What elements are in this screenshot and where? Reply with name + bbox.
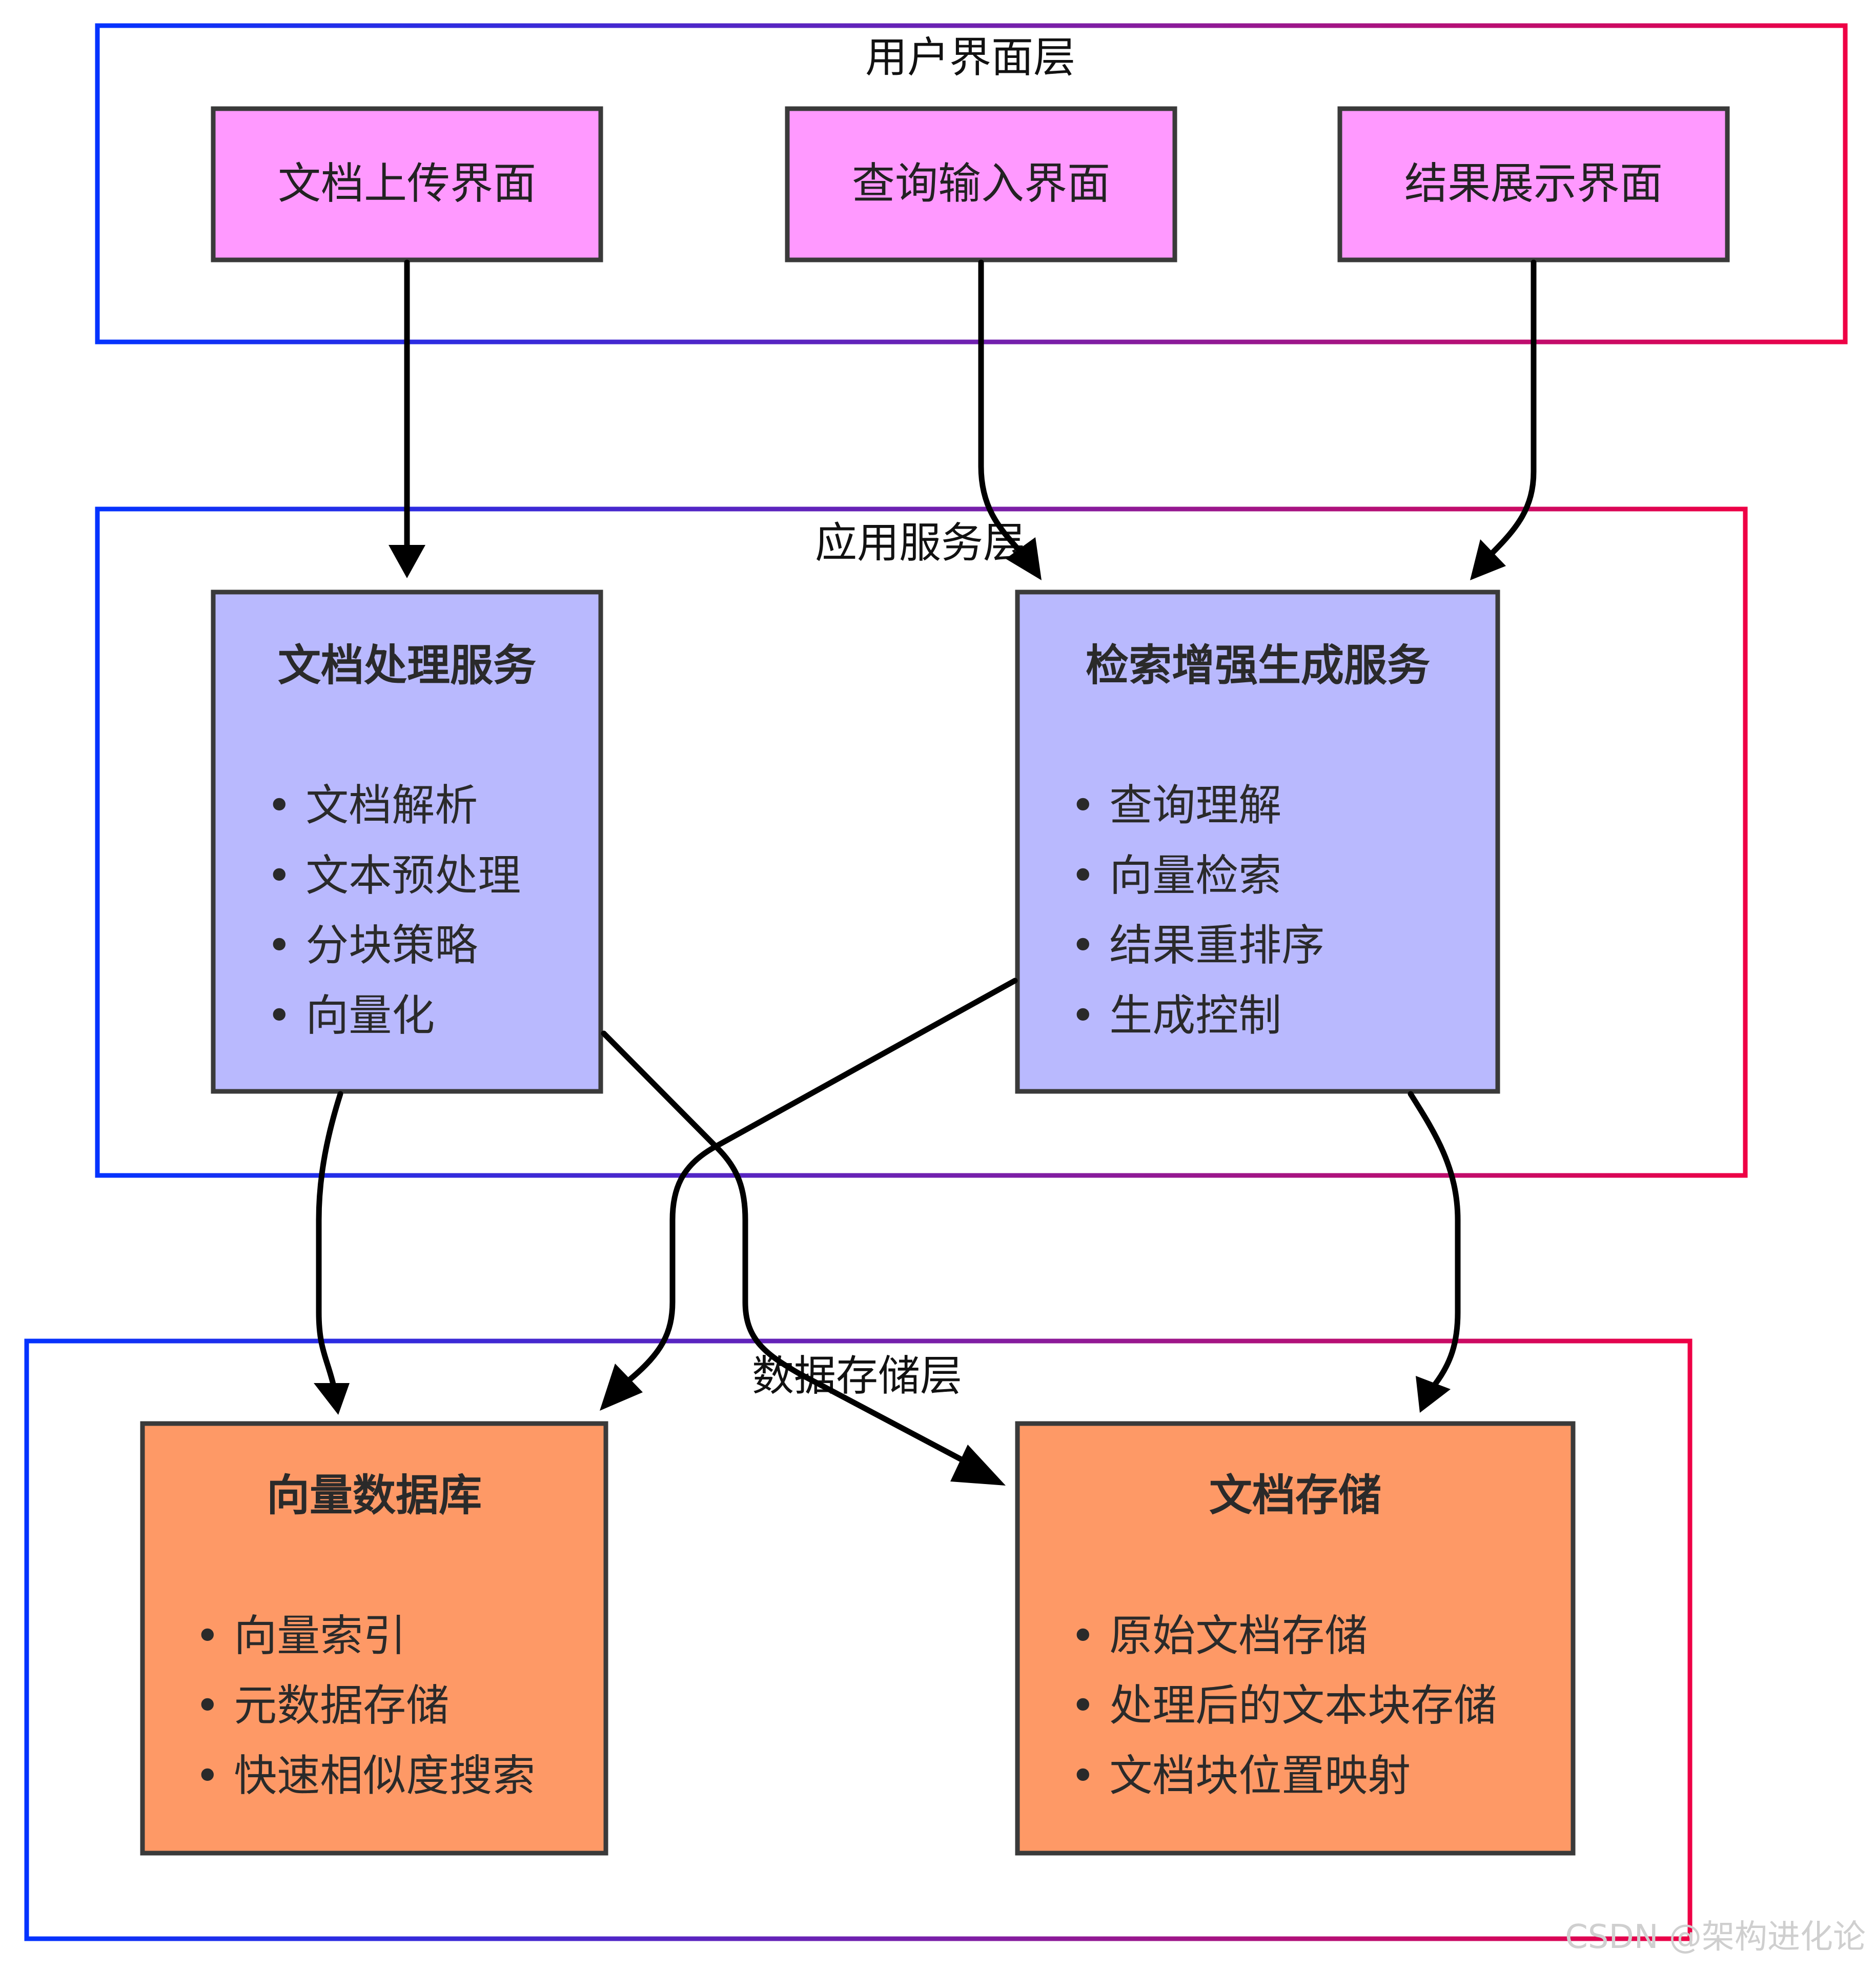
edges (314, 259, 1537, 1486)
upload-ui-label: 文档上传界面 (278, 158, 536, 209)
query-ui-label: 查询输入界面 (852, 158, 1110, 209)
watermark-text: CSDN @架构进化论 (1565, 1918, 1866, 1956)
doc-service-item: • 向量化 (267, 990, 435, 1041)
rag-service-item: • 结果重排序 (1070, 920, 1324, 970)
result-ui-label: 结果展示界面 (1404, 158, 1663, 209)
storage-layer-title: 数据存储层 (752, 1352, 962, 1400)
doc-service-item: • 分块策略 (267, 920, 478, 970)
result-ui-node: 结果展示界面 (1337, 106, 1730, 262)
rag-service-item: • 生成控制 (1070, 990, 1281, 1041)
ui-layer-frame (95, 23, 1848, 344)
vector-db-node: 向量数据库 • 向量索引 • 元数据存储 • 快速相似度搜索 (140, 1421, 608, 1856)
doc-service-node: 文档处理服务 • 文档解析 • 文本预处理 • 分块策略 • 向量化 (211, 590, 603, 1094)
vector-db-title: 向量数据库 (267, 1470, 482, 1520)
doc-service-title: 文档处理服务 (278, 640, 536, 690)
rag-service-item: • 向量检索 (1070, 850, 1281, 901)
vector-db-item: • 向量索引 (195, 1611, 406, 1661)
rag-service-node: 检索增强生成服务 • 查询理解 • 向量检索 • 结果重排序 • 生成控制 (1015, 590, 1500, 1094)
edge-doc-service-to-doc-store (601, 1030, 977, 1469)
edge-doc-service-to-vector-db (316, 1091, 343, 1387)
edge-rag-service-to-doc-store (1408, 1091, 1461, 1387)
edge-result-to-rag-service (1488, 259, 1537, 557)
doc-service-item: • 文档解析 (267, 780, 478, 830)
vector-db-box (140, 1421, 608, 1856)
upload-ui-node: 文档上传界面 (211, 106, 603, 262)
doc-store-box (1015, 1421, 1576, 1856)
doc-service-box (211, 590, 603, 1094)
rag-service-item: • 查询理解 (1070, 780, 1281, 830)
arrowhead (1006, 537, 1042, 580)
rag-service-box (1015, 590, 1500, 1094)
doc-store-item: • 文档块位置映射 (1070, 1751, 1411, 1801)
upload-ui-box (211, 106, 603, 262)
vector-db-item: • 快速相似度搜索 (195, 1751, 535, 1801)
doc-store-title: 文档存储 (1209, 1470, 1381, 1520)
result-ui-box (1337, 106, 1730, 262)
service-layer-title: 应用服务层 (815, 519, 1025, 567)
arrowhead (314, 1383, 350, 1415)
storage-layer-frame (24, 1338, 1693, 1941)
doc-store-item: • 原始文档存储 (1070, 1611, 1368, 1661)
arrowhead (950, 1445, 1006, 1486)
edge-query-to-rag-service (978, 259, 1027, 559)
doc-store-node: 文档存储 • 原始文档存储 • 处理后的文本块存储 • 文档块位置映射 (1015, 1421, 1576, 1856)
doc-service-item: • 文本预处理 (267, 850, 521, 901)
service-layer-frame (95, 506, 1748, 1178)
arrowhead (1416, 1376, 1451, 1413)
ui-layer-title: 用户界面层 (865, 33, 1075, 82)
doc-store-item: • 处理后的文本块存储 (1070, 1680, 1497, 1731)
rag-service-title: 检索增强生成服务 (1086, 640, 1430, 690)
arrowhead (600, 1364, 643, 1411)
query-ui-node: 查询输入界面 (785, 106, 1177, 262)
edge-rag-service-to-vector-db (627, 978, 1018, 1382)
arrowhead (389, 545, 425, 578)
arrowhead (1470, 539, 1506, 580)
vector-db-item: • 元数据存储 (195, 1680, 449, 1731)
